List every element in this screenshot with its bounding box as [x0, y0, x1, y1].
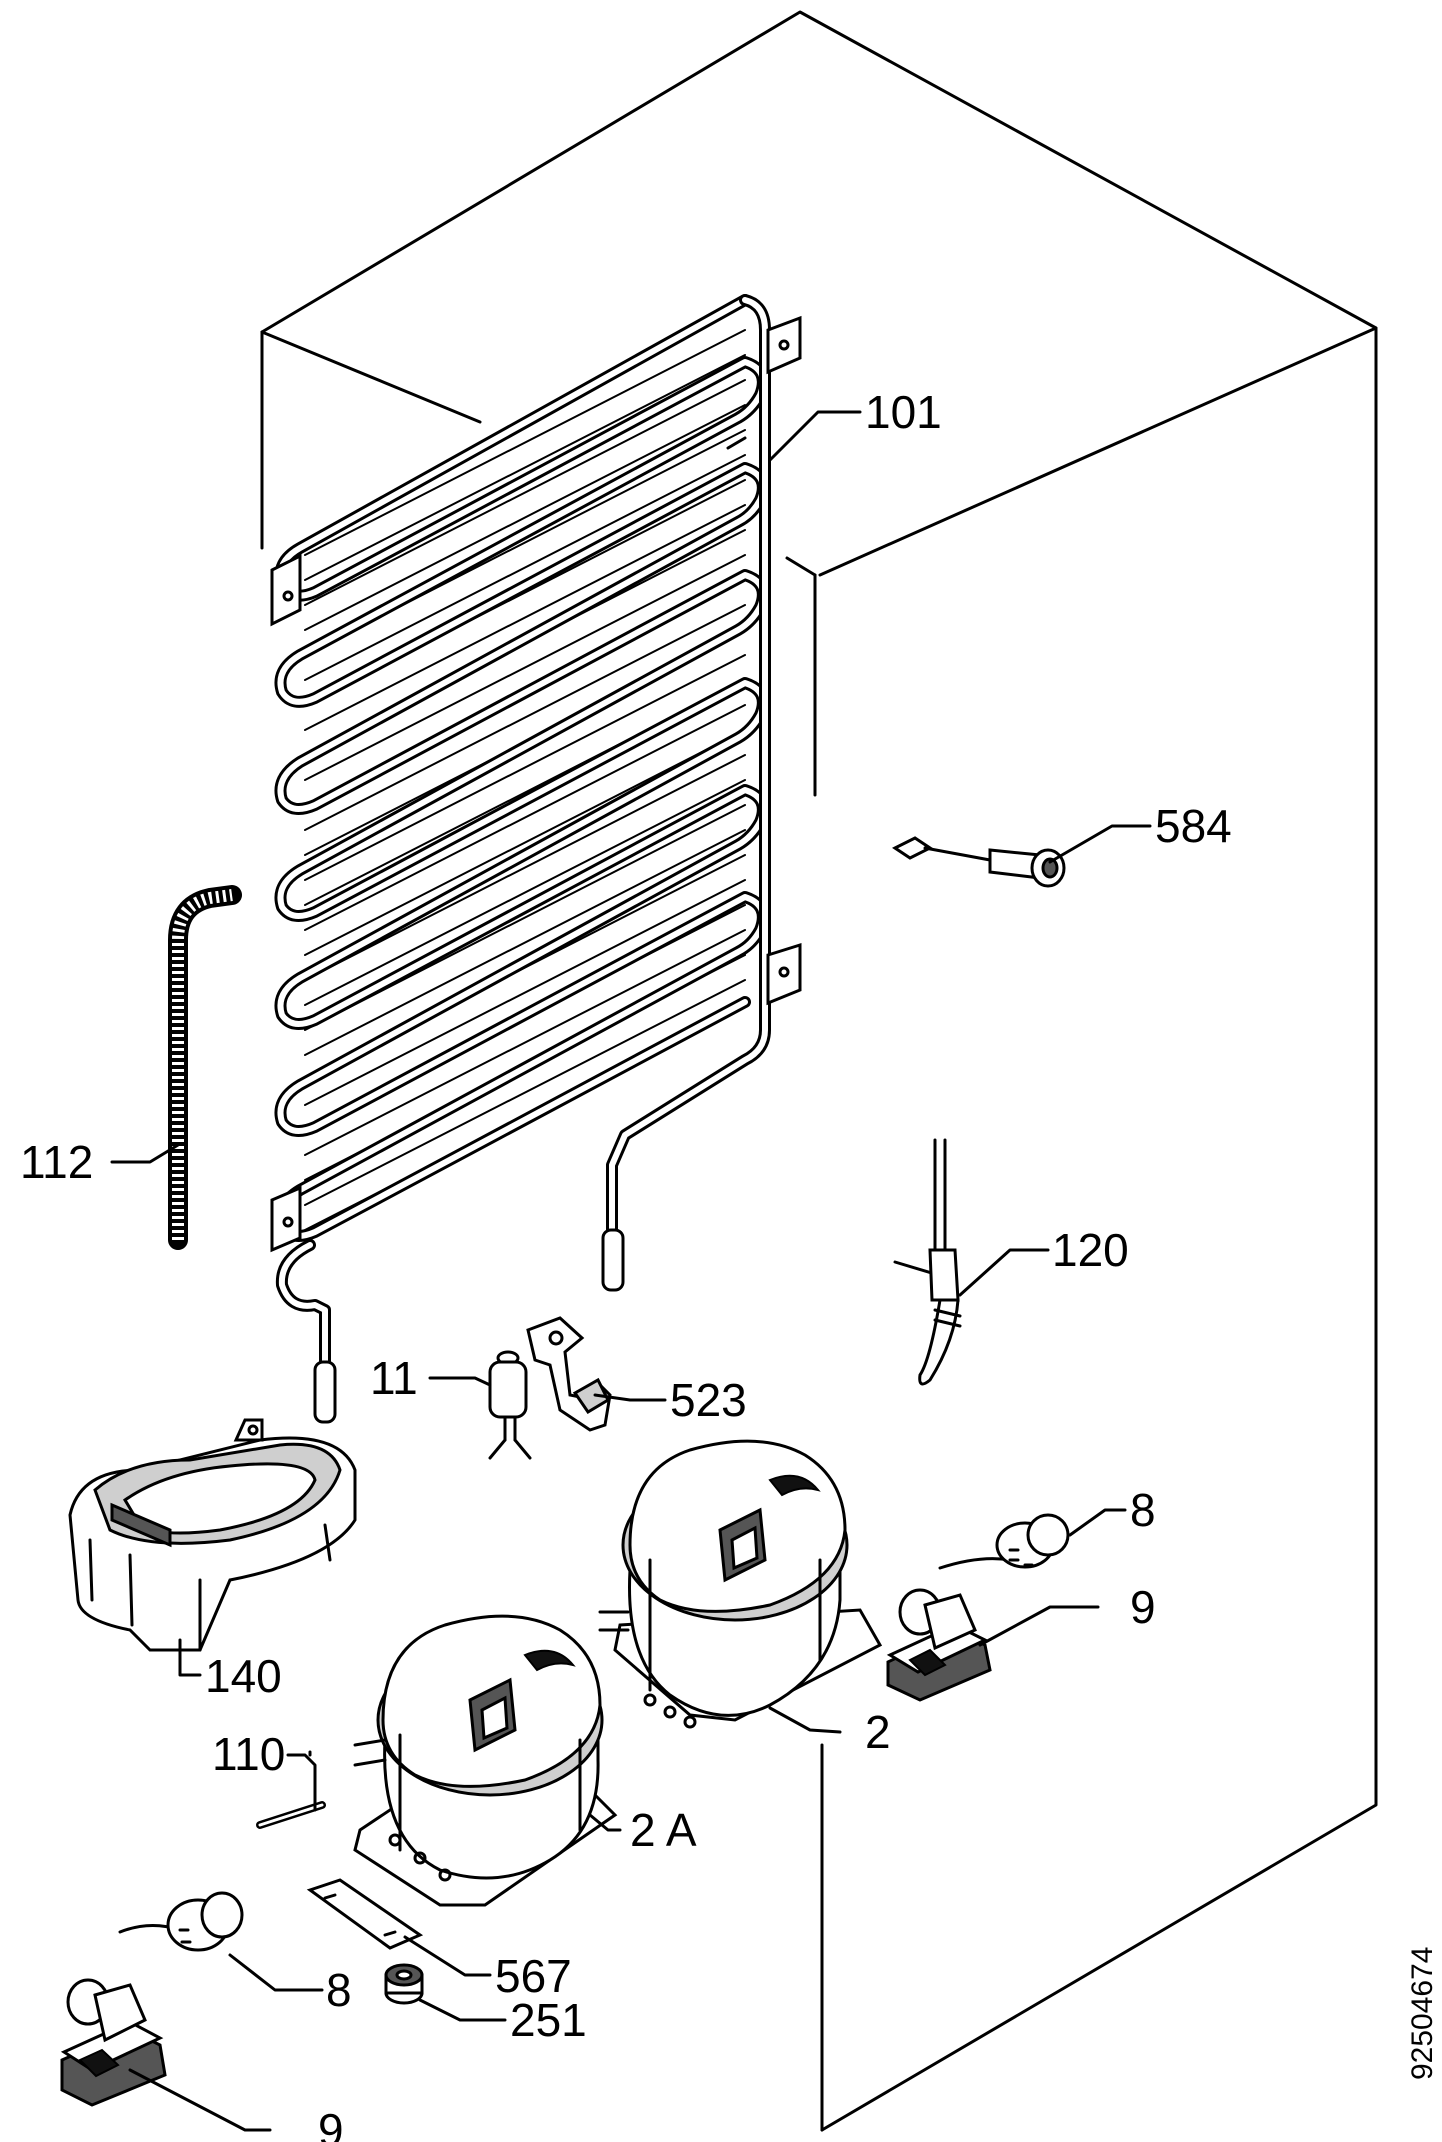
label-dryer-clip: 523 — [670, 1374, 747, 1426]
document-number: 92504674 — [1406, 1947, 1439, 2080]
leader-lines — [110, 410, 1152, 2132]
thermostat-sensor — [892, 836, 1066, 888]
label-mounting-plate: 567 — [495, 1950, 572, 2002]
overload-relay-right — [938, 1513, 1070, 1570]
label-overload-relay-right: 8 — [1130, 1484, 1156, 1536]
label-drain-tube: 112 — [20, 1136, 93, 1188]
dryer-filter — [488, 1350, 532, 1460]
label-compressor: 2 — [865, 1706, 891, 1758]
condenser-coil — [270, 294, 802, 1424]
relay-cover-right — [886, 1588, 992, 1702]
label-thermostat-sensor: 584 — [1155, 800, 1232, 852]
label-evaporating-tray: 140 — [205, 1650, 282, 1702]
label-process-tube: 110 — [212, 1728, 285, 1780]
label-grommet: 251 — [510, 1994, 587, 2046]
label-overload-relay-left: 8 — [326, 1964, 352, 2016]
callout-labels: 101 584 112 120 11 523 140 8 9 2 110 2 A… — [20, 386, 1232, 2142]
overload-relay-left — [118, 1891, 244, 1952]
label-condenser: 101 — [865, 386, 942, 438]
label-compressor-alt: 2 A — [630, 1804, 697, 1856]
label-relay-cover-left: 9 — [318, 2104, 344, 2142]
evaporating-tray — [68, 1418, 357, 1652]
defrost-heater — [893, 1138, 962, 1386]
mounting-plate — [306, 1878, 424, 1950]
grommet — [384, 1963, 424, 2005]
compressor — [598, 1439, 883, 1729]
compressor-alt — [353, 1614, 618, 1907]
dryer-clip — [526, 1316, 612, 1432]
drain-tube — [168, 885, 242, 1250]
label-dryer-filter: 11 — [370, 1352, 418, 1404]
relay-cover-left — [60, 1978, 167, 2107]
cabinet-outline — [260, 10, 1378, 2132]
label-relay-cover-right: 9 — [1130, 1581, 1156, 1633]
process-tube — [256, 1801, 326, 1829]
label-defrost-heater: 120 — [1052, 1224, 1129, 1276]
